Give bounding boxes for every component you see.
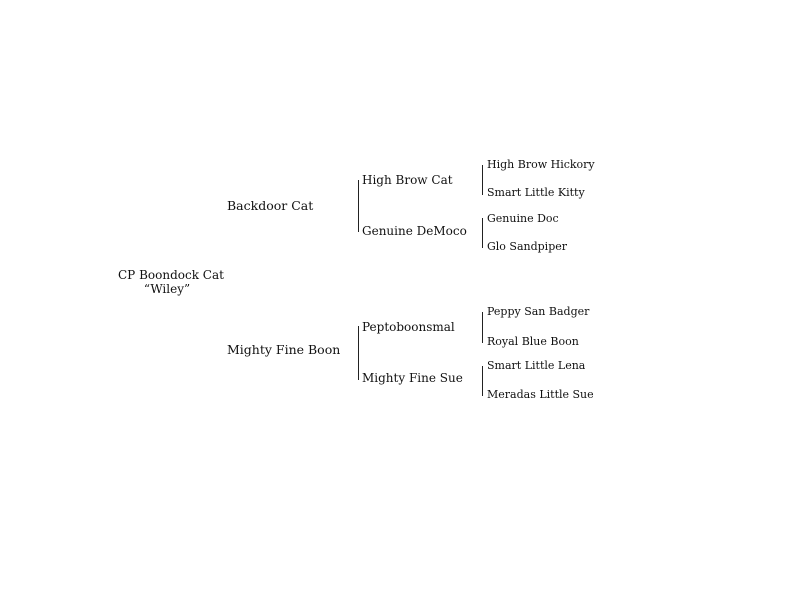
sire-name: Backdoor Cat	[227, 198, 314, 213]
great-grandsire-1: High Brow Hickory	[487, 158, 595, 171]
connector-genuine-democo-parents	[482, 218, 483, 248]
connector-mighty-fine-sue-parents	[482, 366, 483, 396]
great-granddam-3: Royal Blue Boon	[487, 335, 579, 348]
great-granddam-1: Smart Little Kitty	[487, 186, 585, 199]
great-grandsire-3: Peppy San Badger	[487, 305, 590, 318]
connector-sire-parents	[358, 180, 359, 232]
dam-name: Mighty Fine Boon	[227, 342, 341, 357]
great-grandsire-4: Smart Little Lena	[487, 359, 586, 372]
sire-dam-name: Genuine DeMoco	[362, 224, 467, 238]
subject-block: CP Boondock Cat “Wiley”	[118, 268, 224, 296]
subject-nickname: “Wiley”	[143, 282, 191, 296]
great-granddam-4: Meradas Little Sue	[487, 388, 594, 401]
connector-high-brow-cat-parents	[482, 165, 483, 195]
sire-sire-name: High Brow Cat	[362, 173, 453, 187]
subject-name: CP Boondock Cat	[118, 268, 224, 282]
connector-dam-parents	[358, 326, 359, 380]
dam-dam-name: Mighty Fine Sue	[362, 371, 463, 385]
connector-peptoboonsmal-parents	[482, 312, 483, 343]
great-grandsire-2: Genuine Doc	[487, 212, 559, 225]
great-granddam-2: Glo Sandpiper	[487, 240, 568, 253]
dam-sire-name: Peptoboonsmal	[362, 320, 455, 334]
